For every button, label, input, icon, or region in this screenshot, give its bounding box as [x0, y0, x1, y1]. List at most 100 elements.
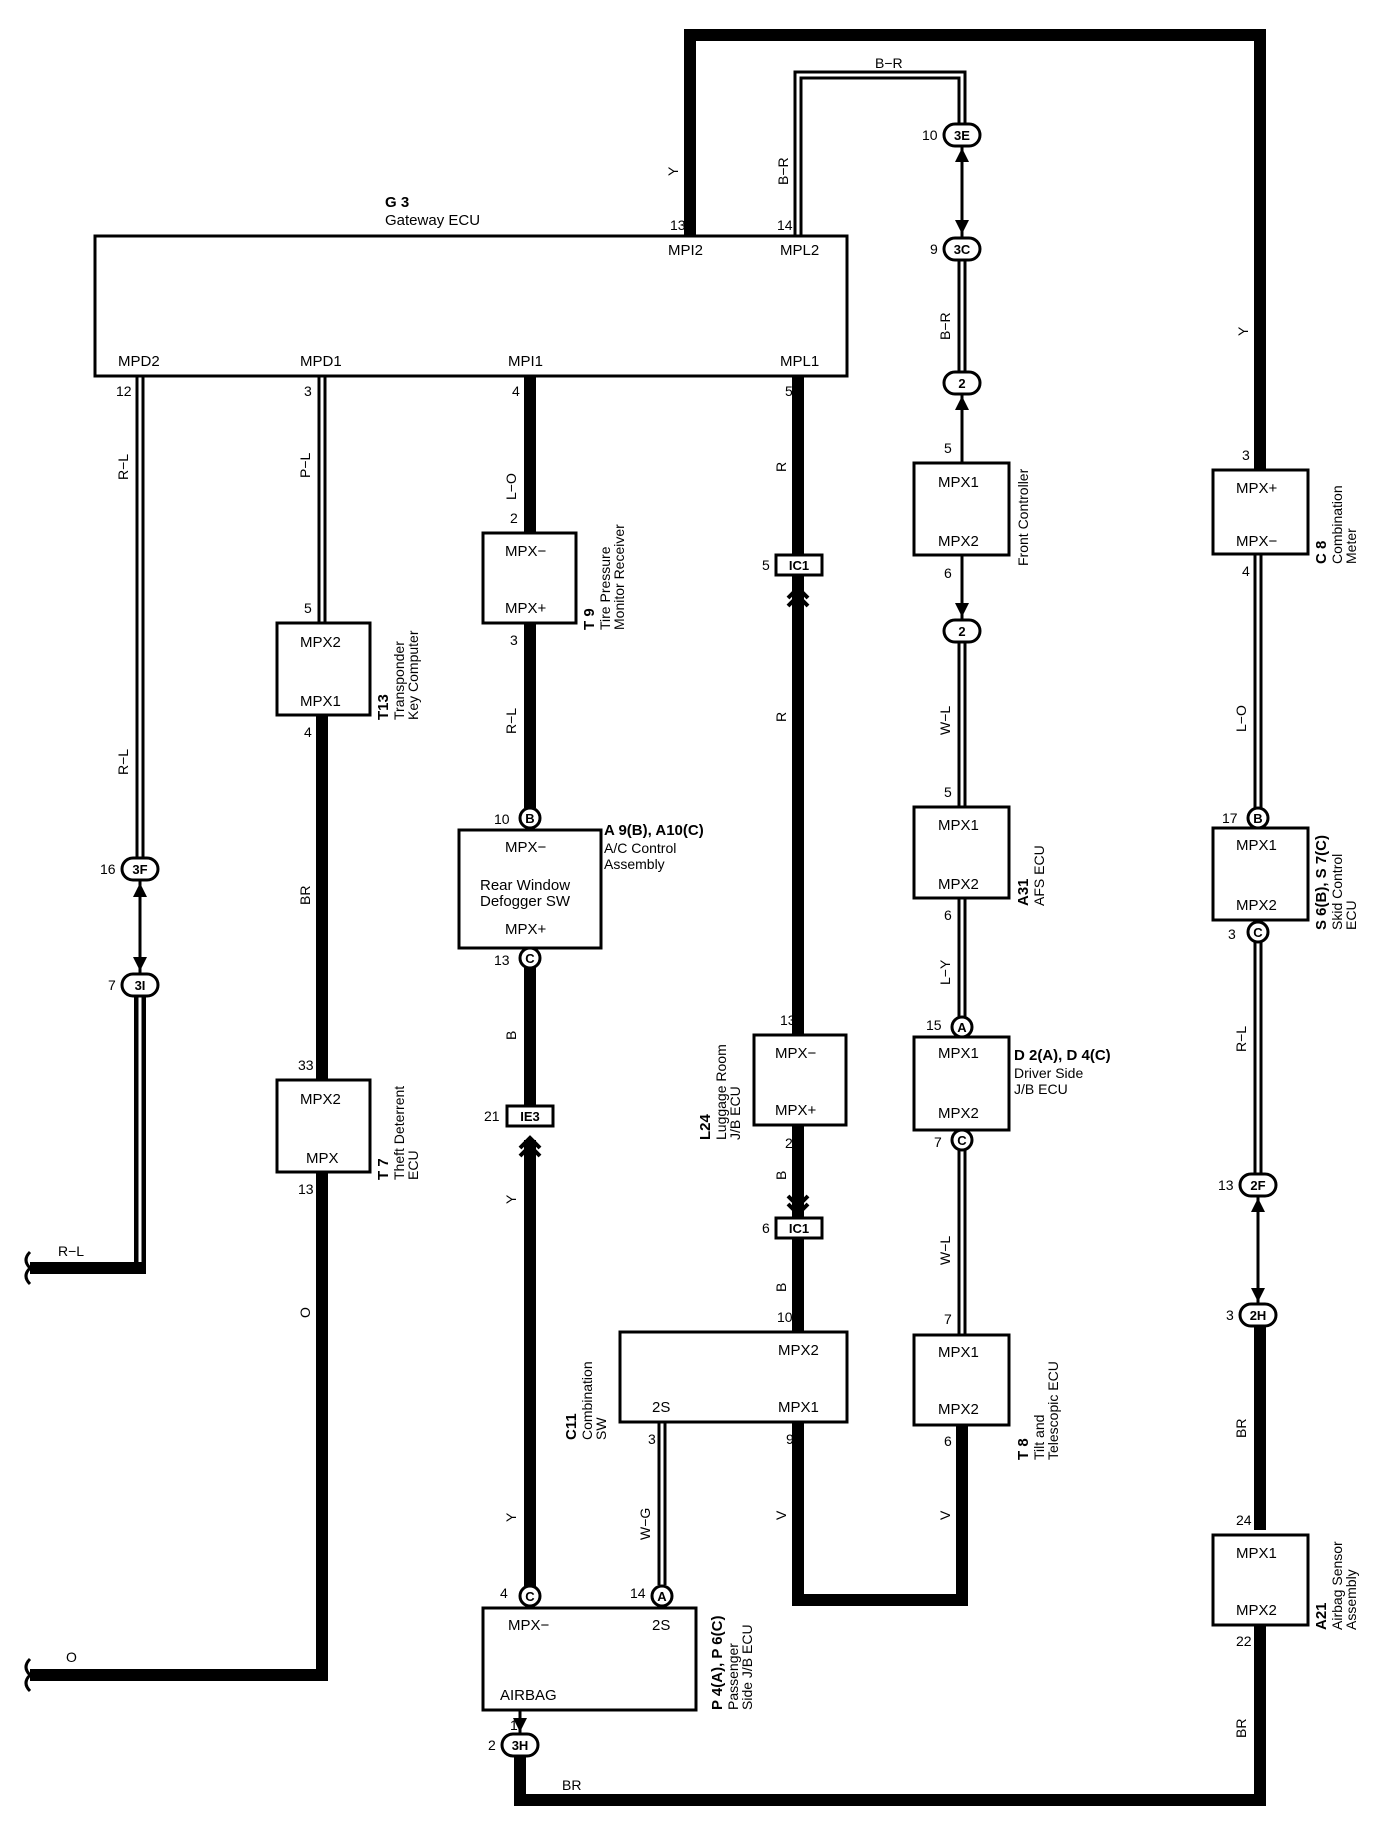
t9-pin-top: 2	[510, 510, 518, 526]
t13-top: MPX2	[300, 634, 341, 651]
c8-top: MPX+	[1236, 480, 1278, 497]
c8-code: C 8	[1313, 541, 1330, 564]
a9-bottom: MPX+	[505, 921, 547, 938]
s6-top: MPX1	[1236, 837, 1277, 854]
wire-label-rl-2: R−L	[115, 749, 131, 775]
break-mark-rl	[24, 1250, 33, 1286]
arrow-up-3e	[955, 148, 969, 162]
s6-pin-bottom: 3	[1228, 926, 1236, 942]
p4-line1: Passenger	[725, 1643, 741, 1710]
arrow-down-3c	[955, 220, 969, 234]
d2-top: MPX1	[938, 1045, 979, 1062]
wire-label-br-t13: BR	[297, 886, 313, 905]
connector-ie3: IE3 21	[484, 1104, 555, 1128]
pin-mpl2: MPL2	[780, 242, 819, 259]
arrow-up-2	[955, 396, 969, 410]
pin-circle-s6-c: C	[1246, 920, 1270, 944]
p4-pin-bottom: 1	[510, 1717, 518, 1733]
pin-mpd1: MPD1	[300, 353, 342, 370]
t8-top: MPX1	[938, 1344, 979, 1361]
c8-line2: Meter	[1343, 528, 1359, 564]
front-pin-bottom: 6	[944, 565, 952, 581]
gateway-ecu-box	[93, 234, 849, 378]
wire-label-b-a9: B	[503, 1031, 519, 1040]
a21-pin-bottom: 22	[1236, 1633, 1252, 1649]
arrow-down-2h	[1251, 1288, 1265, 1302]
s6-line2: ECU	[1343, 900, 1359, 930]
t9-box	[481, 531, 578, 625]
a31-bottom: MPX2	[938, 876, 979, 893]
connector-3h: 3H 2	[488, 1732, 540, 1758]
pin-circle-p4-c-label: C	[525, 1589, 535, 1604]
pin-mpi2: MPI2	[668, 242, 703, 259]
s6-code: S 6(B), S 7(C)	[1313, 835, 1330, 930]
t9-line1: Tire Pressure	[597, 546, 613, 630]
p4-pin-left: 4	[500, 1585, 508, 1601]
s6-pin-top: 17	[1222, 810, 1238, 826]
a31-pin-top: 5	[944, 784, 952, 800]
connector-3i-pin: 7	[108, 977, 116, 993]
pin-mpd2: MPD2	[118, 353, 160, 370]
p4-right: 2S	[652, 1617, 670, 1634]
p4-bottom: AIRBAG	[500, 1687, 557, 1704]
t13-box	[275, 621, 372, 717]
c11-line2: SW	[593, 1417, 609, 1440]
wire-label-wl-d2: W−L	[937, 1236, 953, 1265]
a21-bottom: MPX2	[1236, 1602, 1277, 1619]
c8-pin-top: 3	[1242, 447, 1250, 463]
connector-3c-pin: 9	[930, 241, 938, 257]
wire-label-y-right: Y	[1235, 326, 1251, 336]
p4-pin-right: 14	[630, 1585, 646, 1601]
c8-box	[1211, 468, 1310, 556]
a31-line1: AFS ECU	[1031, 845, 1047, 906]
pin-circle-s6-b: B	[1246, 806, 1270, 830]
connector-3c-label: 3C	[954, 242, 971, 257]
connector-3f-label: 3F	[132, 862, 147, 877]
t9-top: MPX−	[505, 543, 547, 560]
wire-label-rl-t9: R−L	[503, 708, 519, 734]
c11-pin-bottom: 9	[786, 1431, 794, 1447]
gateway-name: Gateway ECU	[385, 212, 480, 229]
c11-line1: Combination	[579, 1361, 595, 1440]
connector-2h: 2H 3	[1226, 1302, 1278, 1328]
pin-circle-p4-a-label: A	[657, 1589, 667, 1604]
c11-bottom: MPX1	[778, 1399, 819, 1416]
t13-code: T13	[375, 694, 392, 720]
a31-code: A31	[1015, 878, 1032, 906]
a21-line1: Airbag Sensor	[1329, 1541, 1345, 1630]
a9-line2: Assembly	[604, 856, 665, 872]
c11-pin-top: 10	[777, 1309, 793, 1325]
connector-3c: 3C 9	[930, 236, 982, 262]
connector-3e-label: 3E	[954, 128, 970, 143]
wire-label-r-ic1: R	[773, 712, 789, 722]
pin-circle-s6-b-label: B	[1253, 811, 1262, 826]
connector-2-lower: 2	[942, 618, 982, 644]
a9-mid1: Rear Window	[480, 877, 570, 894]
d2-bottom: MPX2	[938, 1105, 979, 1122]
a9-top: MPX−	[505, 839, 547, 856]
c11-pin-left: 3	[648, 1431, 656, 1447]
wire-label-b-l24: B	[773, 1171, 789, 1180]
wire-label-rl-s6: R−L	[1233, 1026, 1249, 1052]
c11-box	[618, 1330, 849, 1424]
a21-code: A21	[1313, 1602, 1330, 1630]
t9-line2: Monitor Receiver	[611, 524, 627, 630]
pin-mpd2-num: 12	[116, 383, 132, 399]
wire-label-rl-end: R−L	[58, 1243, 84, 1259]
t13-line2: Key Computer	[405, 630, 421, 720]
t13-pin-bottom: 4	[304, 724, 312, 740]
t7-pin-bottom: 13	[298, 1181, 314, 1197]
pin-circle-d2-c-label: C	[957, 1133, 967, 1148]
a21-line2: Assembly	[1343, 1569, 1359, 1630]
a9-line1: A/C Control	[604, 840, 676, 856]
a31-top: MPX1	[938, 817, 979, 834]
wire-label-pl: P−L	[297, 452, 313, 478]
l24-line1: Luggage Room	[713, 1044, 729, 1140]
front-pin-top: 5	[944, 440, 952, 456]
wire-label-lo-mpi1: L−O	[503, 473, 519, 500]
connector-ic1-upper-pin: 5	[762, 557, 770, 573]
t7-line1: Theft Deterrent	[391, 1086, 407, 1180]
pin-mpd1-num: 3	[304, 383, 312, 399]
break-mark-o	[24, 1657, 33, 1693]
